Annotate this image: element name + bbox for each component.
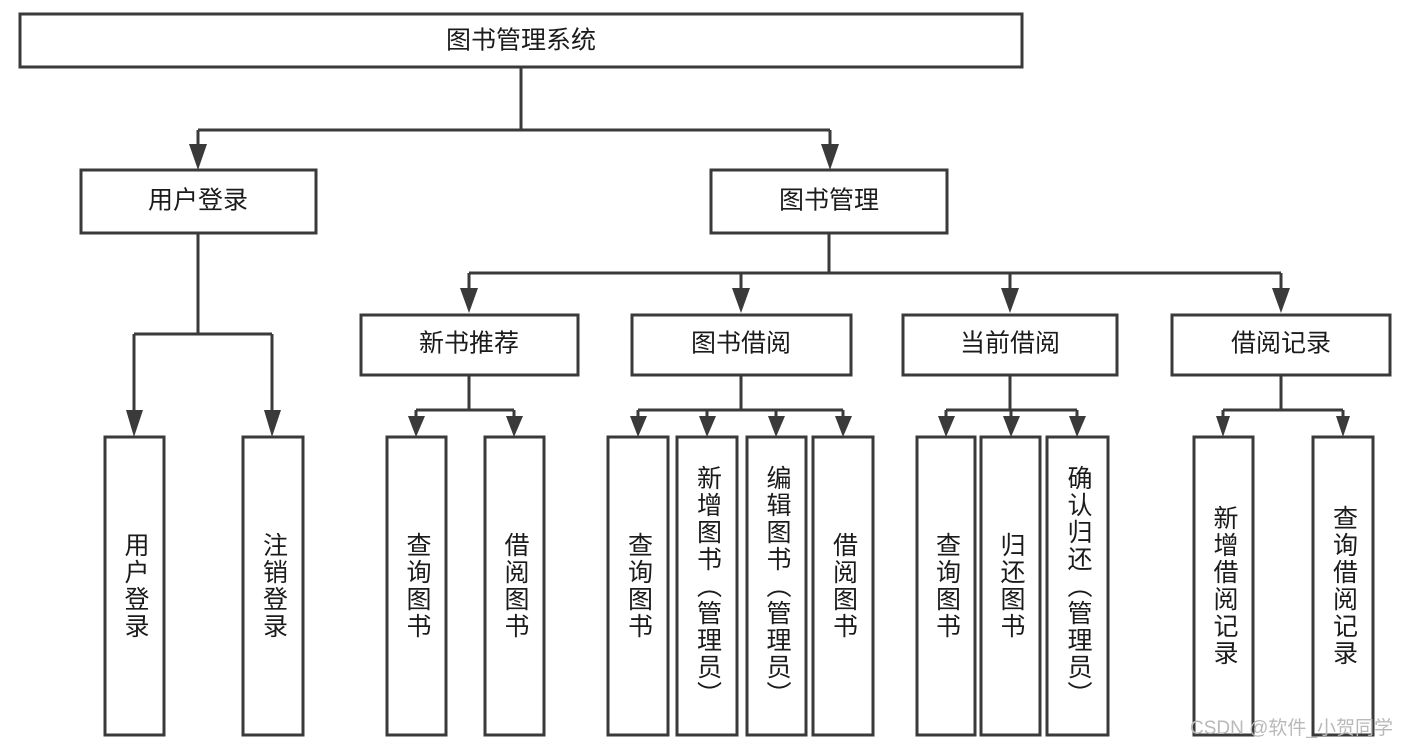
node-user-login-label: 用户登录 bbox=[148, 187, 248, 215]
leaf-borrow-record-query[interactable]: 查询借阅记录 bbox=[1311, 435, 1375, 737]
arrow-head-nb-leaf1 bbox=[408, 416, 425, 437]
leaf-new-book-borrow[interactable]: 借阅图书 bbox=[483, 435, 546, 737]
node-current-borrow-rect bbox=[901, 313, 1119, 377]
leaf-user-login-login-rect bbox=[103, 435, 166, 737]
leaf-new-book-borrow-label: 借阅图书 bbox=[501, 532, 529, 640]
leaf-book-borrow-borrow-rect bbox=[811, 435, 875, 737]
leaf-new-book-query-label: 查询图书 bbox=[403, 532, 431, 640]
leaf-book-borrow-add-rect bbox=[675, 435, 739, 737]
leaf-borrow-record-query-label: 查询借阅记录 bbox=[1329, 505, 1358, 667]
arrow-head-book-management bbox=[821, 144, 839, 170]
leaf-book-borrow-edit-label: 编辑图书（管理员） bbox=[763, 464, 791, 708]
arrow-head-nb-leaf2 bbox=[506, 416, 523, 437]
arrow-head-br-leaf2 bbox=[1336, 416, 1350, 437]
leaf-current-borrow-confirm-rect bbox=[1045, 435, 1110, 737]
leaf-user-login-logout-rect bbox=[241, 435, 305, 737]
connector-borrow-record-to-leaves bbox=[1216, 375, 1350, 437]
leaf-book-borrow-query-rect bbox=[606, 435, 670, 737]
leaf-book-borrow-borrow[interactable]: 借阅图书 bbox=[811, 435, 875, 737]
connector-user-login-to-leaves bbox=[126, 233, 281, 437]
connector-book-borrow-to-leaves bbox=[630, 375, 852, 437]
arrow-head-current-borrow bbox=[1001, 288, 1019, 313]
leaf-borrow-record-add-rect bbox=[1192, 435, 1255, 737]
leaf-current-borrow-return-rect bbox=[979, 435, 1042, 737]
arrow-head-borrow-record bbox=[1272, 288, 1290, 313]
leaf-new-book-query[interactable]: 查询图书 bbox=[385, 435, 448, 737]
node-new-book-rect bbox=[359, 313, 580, 377]
connector-book-management-to-level3 bbox=[460, 233, 1290, 313]
connector-root-to-level2 bbox=[189, 67, 839, 170]
leaf-borrow-record-add-label: 新增借阅记录 bbox=[1210, 505, 1238, 667]
leaf-borrow-record-query-rect bbox=[1311, 435, 1375, 737]
leaf-new-book-borrow-rect bbox=[483, 435, 546, 737]
leaf-current-borrow-query-label: 查询图书 bbox=[932, 532, 961, 640]
arrow-head-bb-leaf1 bbox=[630, 416, 647, 437]
leaf-current-borrow-confirm-label: 确认归还（管理员） bbox=[1064, 464, 1092, 708]
node-borrow-record-label: 借阅记录 bbox=[1231, 330, 1331, 358]
leaf-book-borrow-query[interactable]: 查询图书 bbox=[606, 435, 670, 737]
node-current-borrow-label: 当前借阅 bbox=[960, 330, 1060, 358]
arrow-head-user-login bbox=[189, 144, 207, 170]
arrow-head-ul-leaf1 bbox=[126, 410, 143, 437]
arrow-head-cb-leaf3 bbox=[1069, 416, 1086, 437]
node-new-book-recommend[interactable]: 新书推荐 bbox=[359, 313, 580, 377]
leaf-borrow-record-add[interactable]: 新增借阅记录 bbox=[1192, 435, 1255, 737]
node-new-book-label: 新书推荐 bbox=[419, 330, 519, 358]
node-root-book-management-system[interactable]: 图书管理系统 bbox=[18, 12, 1024, 69]
arrow-head-ul-leaf2 bbox=[264, 410, 281, 437]
node-current-borrow[interactable]: 当前借阅 bbox=[901, 313, 1119, 377]
leaf-user-login-logout[interactable]: 注销登录 bbox=[241, 435, 305, 737]
leaf-book-borrow-edit[interactable]: 编辑图书（管理员） bbox=[745, 435, 808, 737]
leaf-user-login-logout-label: 注销登录 bbox=[259, 532, 288, 640]
node-book-borrow-label: 图书借阅 bbox=[691, 330, 791, 358]
leaf-user-login-login-label: 用户登录 bbox=[121, 532, 149, 640]
leaf-book-borrow-borrow-label: 借阅图书 bbox=[829, 532, 858, 640]
arrow-head-bb-leaf3 bbox=[768, 416, 785, 437]
node-borrow-record[interactable]: 借阅记录 bbox=[1170, 313, 1392, 377]
node-book-borrow[interactable]: 图书借阅 bbox=[630, 313, 853, 377]
node-book-management-rect bbox=[709, 168, 949, 235]
leaf-book-borrow-query-label: 查询图书 bbox=[624, 532, 653, 640]
connector-new-book-to-leaves bbox=[408, 375, 523, 437]
arrow-head-cb-leaf1 bbox=[938, 416, 955, 437]
node-book-management-label: 图书管理 bbox=[779, 187, 879, 215]
leaf-book-borrow-edit-rect bbox=[745, 435, 808, 737]
arrow-head-bb-leaf4 bbox=[835, 416, 852, 437]
arrow-head-new-book bbox=[460, 288, 478, 313]
node-borrow-record-rect bbox=[1170, 313, 1392, 377]
leaf-new-book-query-rect bbox=[385, 435, 448, 737]
connector-current-borrow-to-leaves bbox=[938, 375, 1086, 437]
leaf-current-borrow-confirm[interactable]: 确认归还（管理员） bbox=[1045, 435, 1110, 737]
node-book-management[interactable]: 图书管理 bbox=[709, 168, 949, 235]
leaf-book-borrow-add-label: 新增图书（管理员） bbox=[693, 464, 722, 708]
node-root-label: 图书管理系统 bbox=[446, 27, 596, 55]
node-root-rect bbox=[18, 12, 1024, 69]
leaf-book-borrow-add[interactable]: 新增图书（管理员） bbox=[675, 435, 739, 737]
node-user-login[interactable]: 用户登录 bbox=[79, 168, 318, 235]
node-book-borrow-rect bbox=[630, 313, 853, 377]
leaf-user-login-login[interactable]: 用户登录 bbox=[103, 435, 166, 737]
arrow-head-book-borrow bbox=[732, 288, 750, 313]
leaf-current-borrow-query-rect bbox=[915, 435, 977, 737]
leaf-current-borrow-return[interactable]: 归还图书 bbox=[979, 435, 1042, 737]
leaf-current-borrow-return-label: 归还图书 bbox=[997, 532, 1025, 640]
leaf-current-borrow-query[interactable]: 查询图书 bbox=[915, 435, 977, 737]
arrow-head-bb-leaf2 bbox=[699, 416, 716, 437]
arrow-head-cb-leaf2 bbox=[1003, 416, 1020, 437]
arrow-head-br-leaf1 bbox=[1216, 416, 1230, 437]
